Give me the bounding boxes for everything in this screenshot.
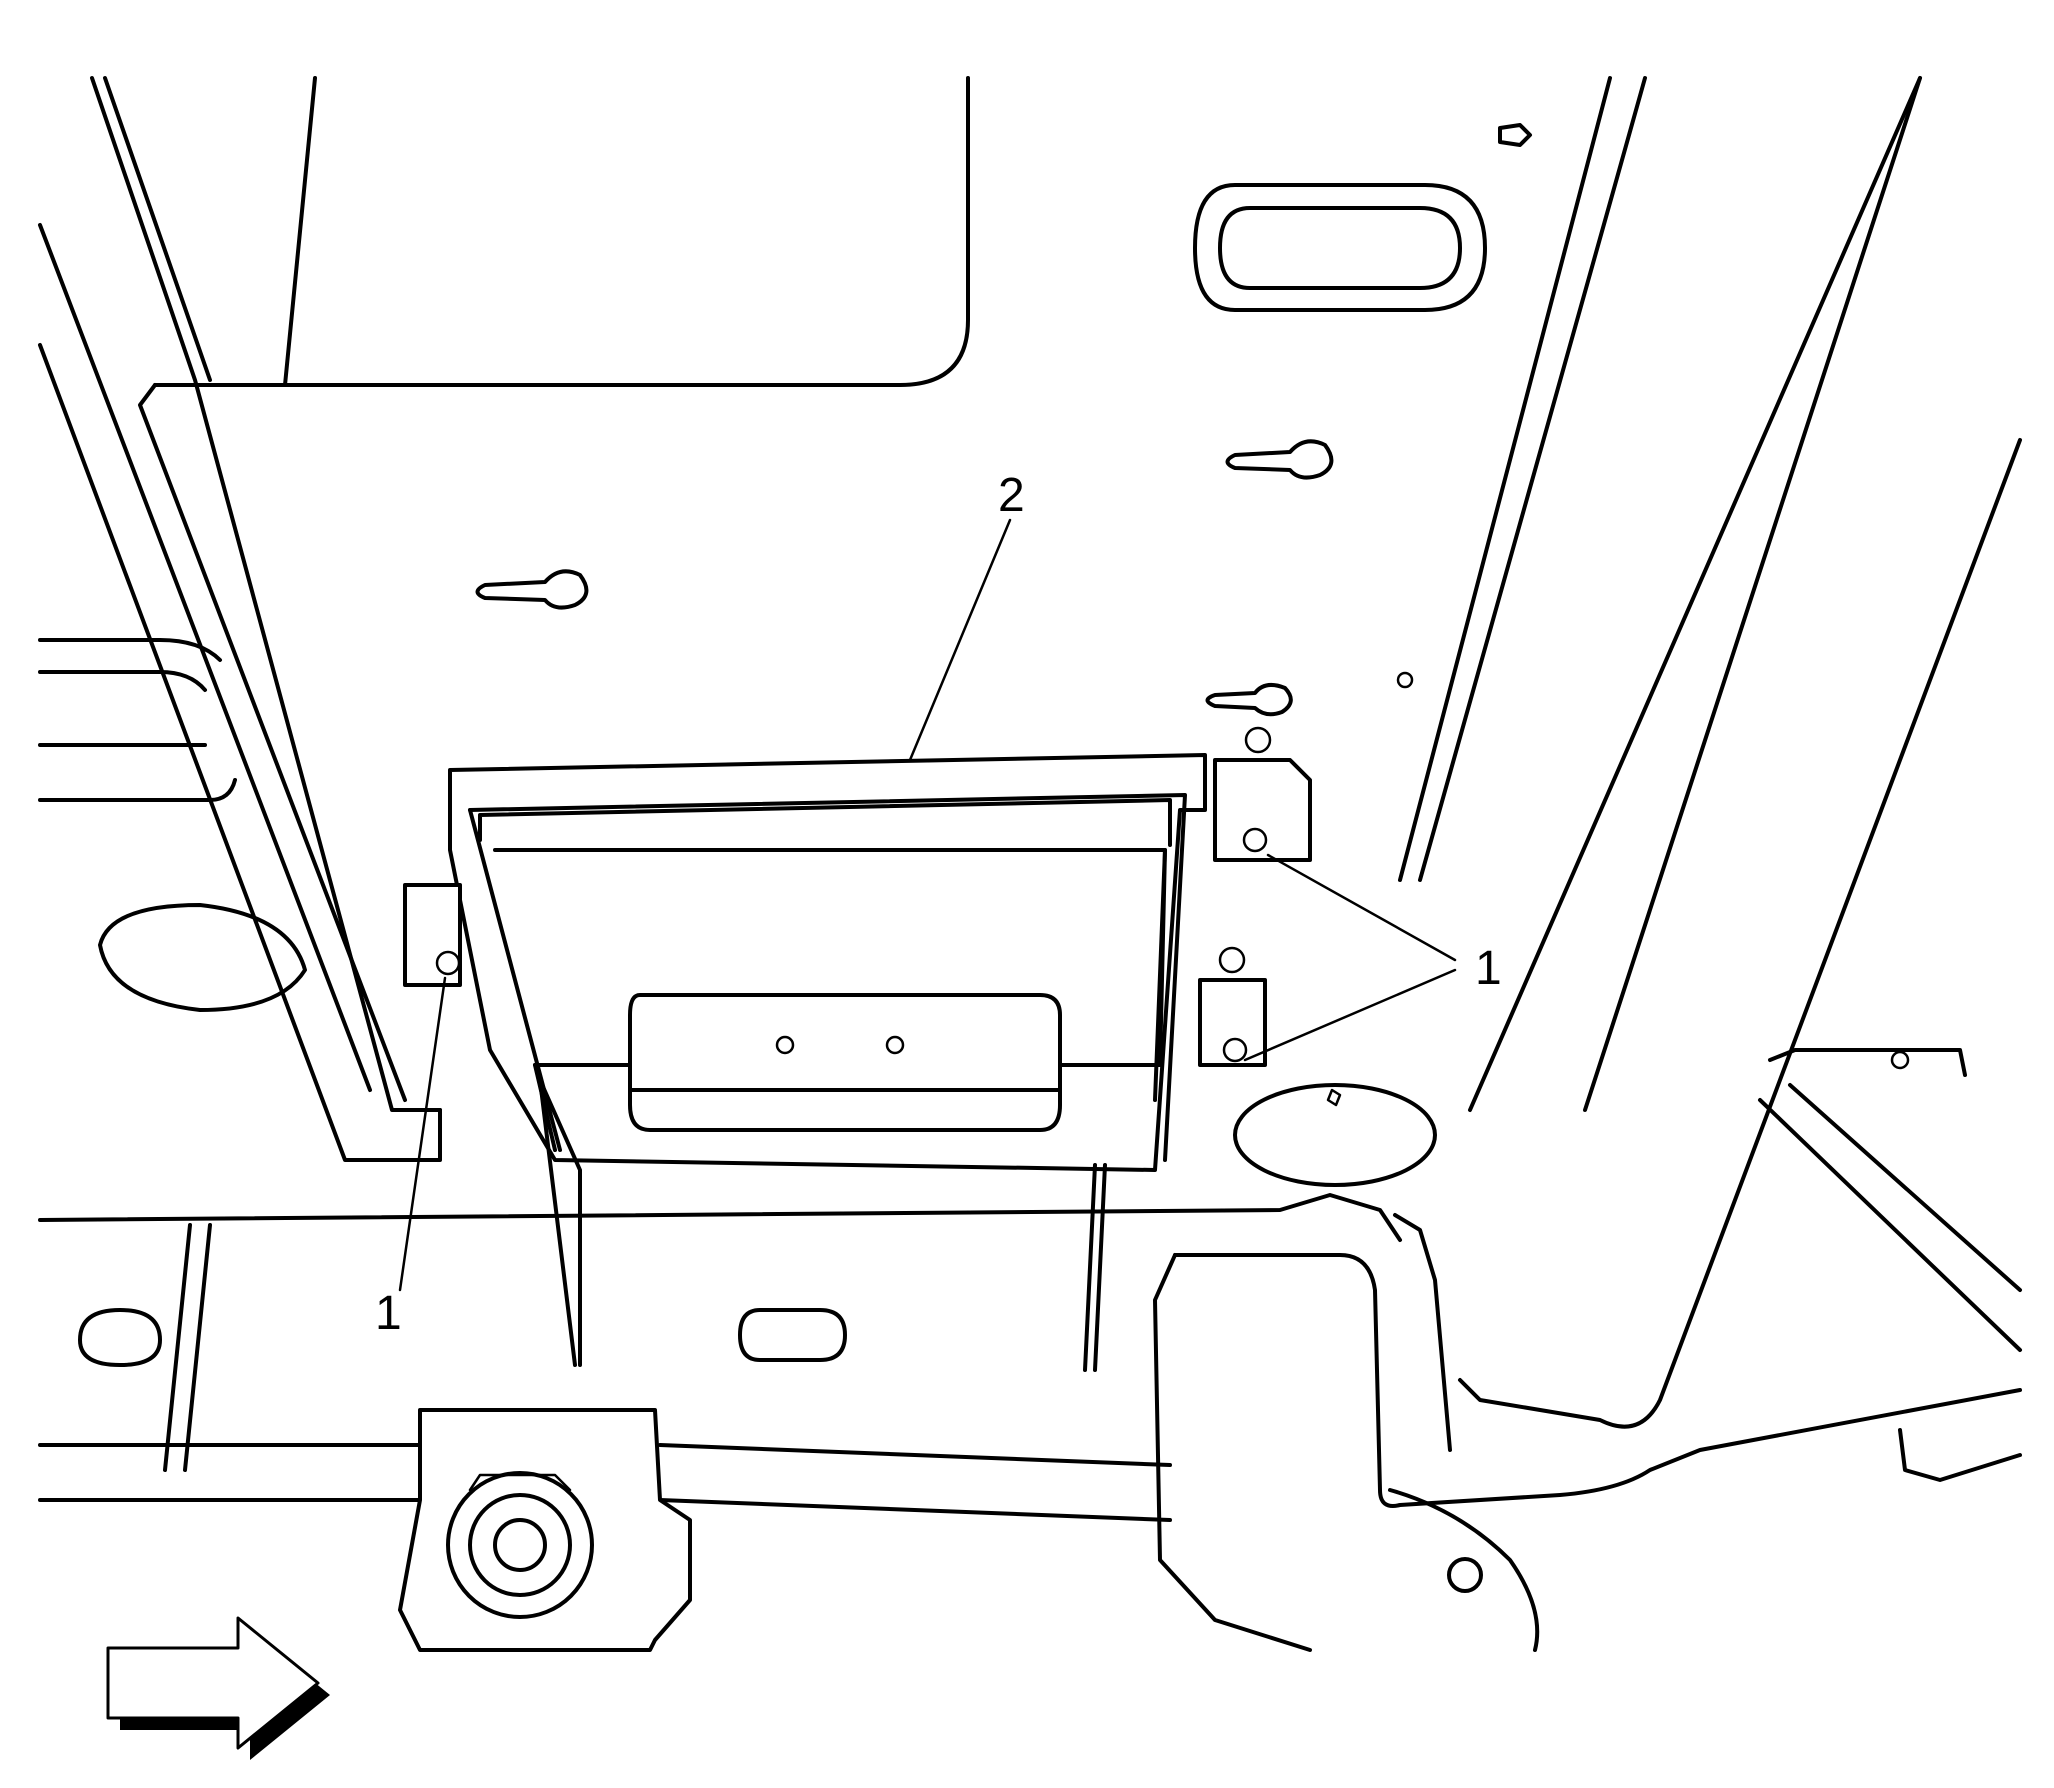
right-lower-structure	[1153, 1048, 2022, 1652]
left-frame-rail	[38, 76, 442, 1162]
hanging-tabs	[538, 1078, 1107, 1372]
upper-cover-plate	[138, 76, 970, 1102]
callout-fastener-right-label: 1	[1475, 942, 1502, 995]
keyhole-holes	[475, 123, 1532, 717]
lower-cross-member	[38, 1193, 1402, 1522]
floor-panel	[1398, 76, 2022, 1429]
forward-arrow-icon	[106, 1616, 330, 1760]
bushing-bracket	[398, 1408, 692, 1652]
callout-leaders	[398, 518, 1457, 1292]
control-module	[448, 753, 1207, 1172]
callout-fastener-left-label: 1	[375, 1287, 402, 1340]
left-side-brackets	[38, 638, 307, 1012]
round-plug	[1233, 1083, 1437, 1187]
callout-module-label: 2	[998, 469, 1025, 522]
oval-opening	[1193, 183, 1487, 312]
mounting-tabs	[403, 726, 1312, 1067]
